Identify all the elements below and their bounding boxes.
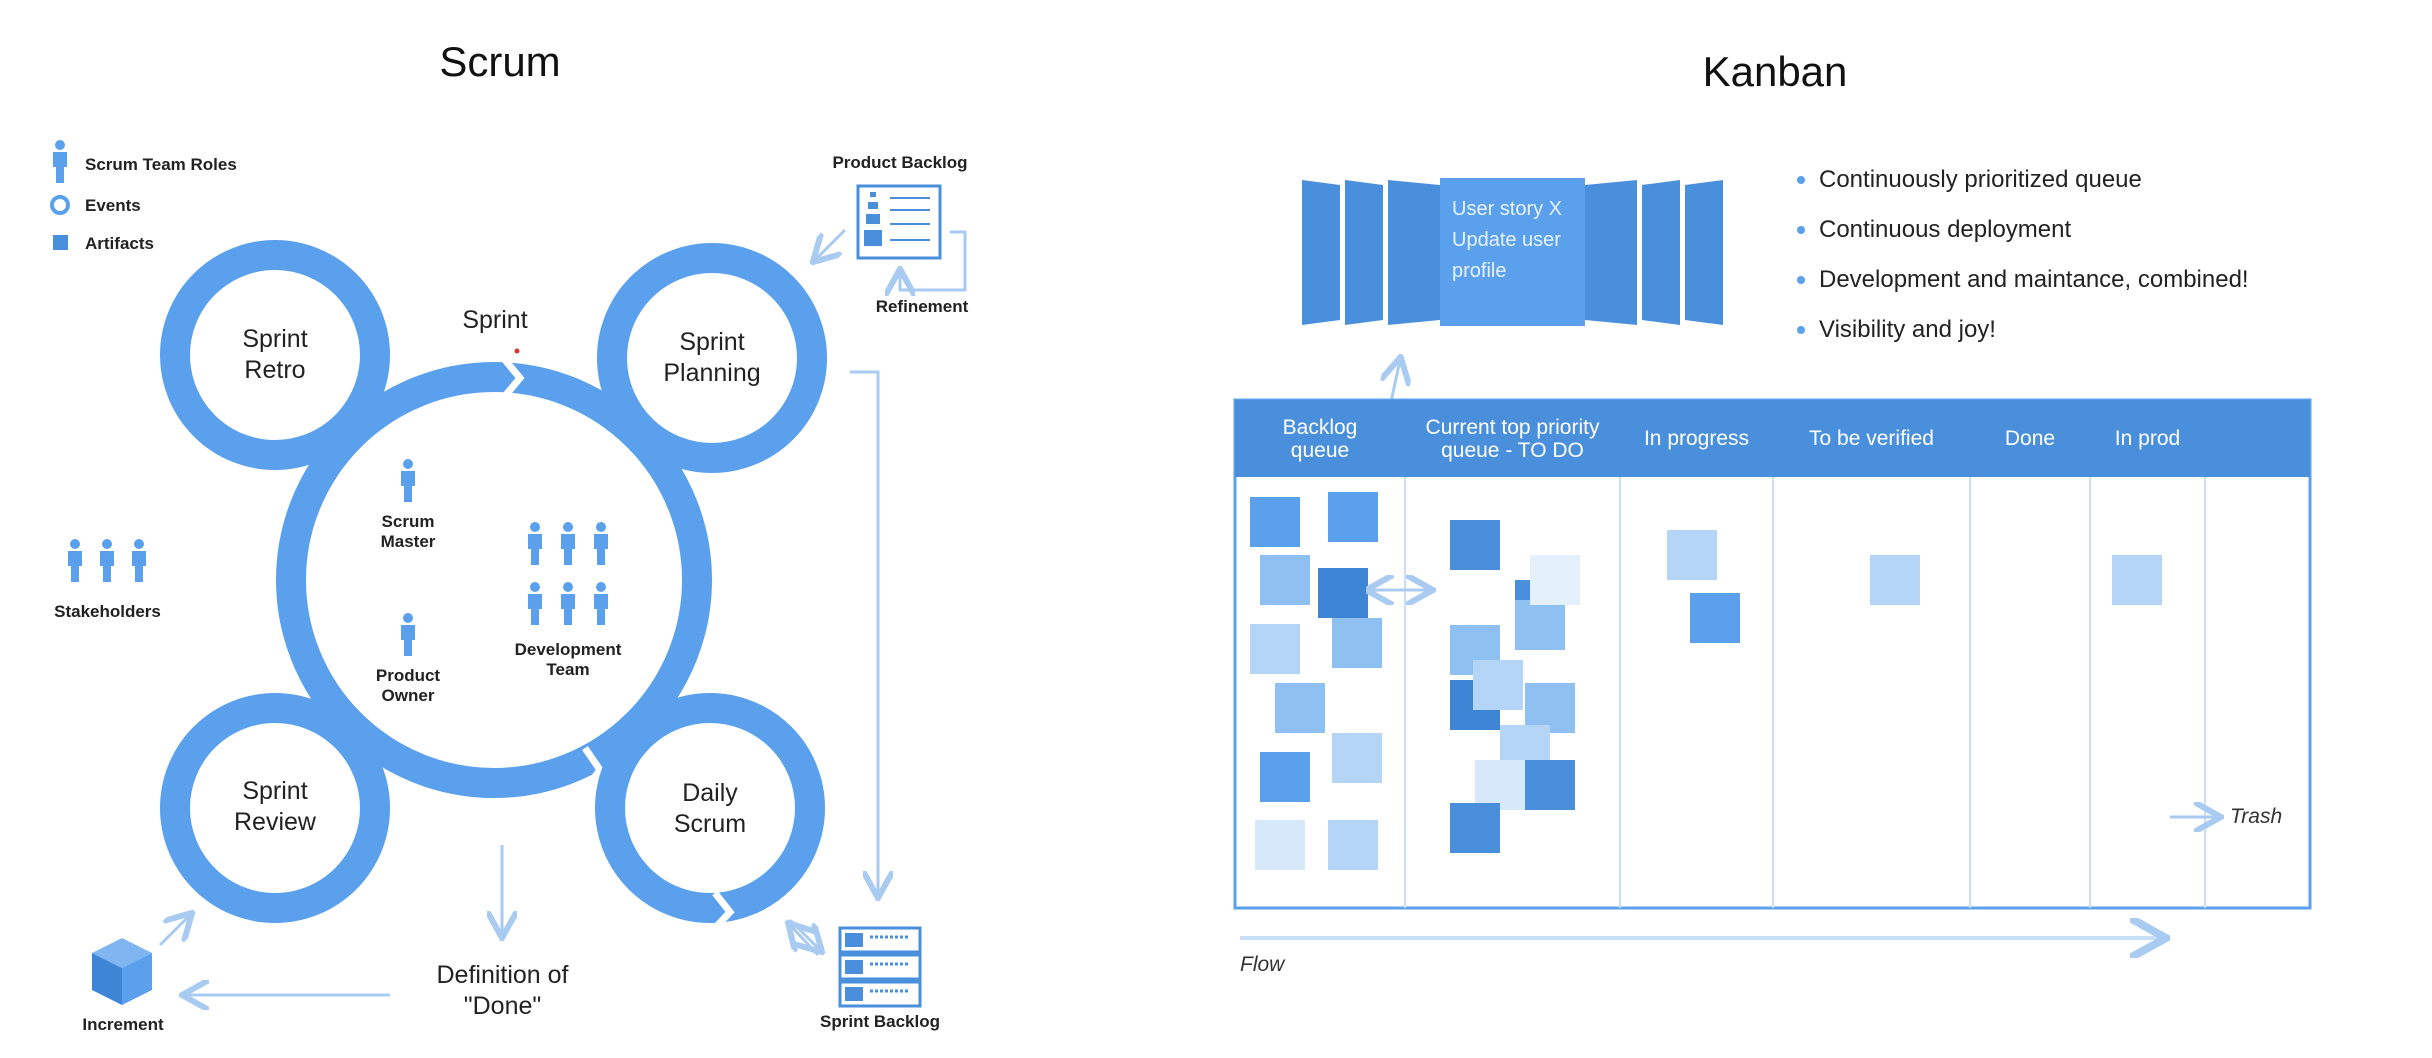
sprint-retro-circle xyxy=(160,240,390,470)
stakeholders-label: Stakeholders xyxy=(54,602,161,621)
legend-event-icon xyxy=(50,195,70,215)
kanban-header-bar xyxy=(1235,400,2310,477)
stakeholders-icon xyxy=(68,539,146,582)
refinement-arrow-icon xyxy=(900,230,967,290)
sprint-ring-notch-icon xyxy=(502,357,525,399)
bullet-dot-icon xyxy=(1797,176,1805,184)
in-progress-card xyxy=(1690,593,1740,643)
daily-scrum-notch-icon xyxy=(712,890,735,931)
product-owner-icon xyxy=(401,613,415,656)
daily-scrum-arrow-icon xyxy=(788,918,820,950)
legend-events-label: Events xyxy=(85,196,141,215)
backlog-cards xyxy=(1250,492,1382,870)
legend-roles-label: Scrum Team Roles xyxy=(85,155,237,174)
column-header-to-be-verified: To be verified xyxy=(1809,427,1934,450)
bullet-item: Visibility and joy! xyxy=(1797,308,2249,352)
scrum-title: Scrum xyxy=(439,38,561,85)
daily-scrum-circle xyxy=(595,693,825,923)
sprint-ring xyxy=(276,362,712,798)
sprint-backlog-arrow-icon xyxy=(790,925,820,957)
to-be-verified-card xyxy=(1870,555,1920,605)
sprint-review-circle xyxy=(160,693,390,923)
increment-to-review-arrow-icon xyxy=(158,915,190,947)
in-prod-card xyxy=(2112,555,2162,605)
column-header-in-progress: In progress xyxy=(1643,427,1750,450)
sprint-planning-circle xyxy=(597,243,827,473)
bullet-dot-icon xyxy=(1797,276,1805,284)
increment-label: Increment xyxy=(82,1015,164,1034)
flow-label: Flow xyxy=(1240,953,1285,976)
bullet-dot-icon xyxy=(1797,326,1805,334)
product-backlog-label: Product Backlog xyxy=(832,153,968,172)
planning-to-sprint-backlog-arrow-icon xyxy=(850,370,878,895)
trash-label: Trash xyxy=(2230,805,2283,828)
definition-of-done-label: Definition of"Done" xyxy=(436,961,569,1020)
column-header-done: Done xyxy=(2004,427,2056,450)
legend-artifact-icon xyxy=(53,235,68,250)
scrum-master-icon xyxy=(401,459,415,502)
refinement-label: Refinement xyxy=(875,297,969,316)
kanban-bullet-list: Continuously prioritized queue Continuou… xyxy=(1797,158,2249,352)
user-story-stack-icon xyxy=(1302,178,1723,326)
todo-cards xyxy=(1450,520,1580,853)
in-progress-card xyxy=(1667,530,1717,580)
user-story-card: User story X Update user profile xyxy=(1452,198,1563,282)
legend-person-icon xyxy=(53,140,67,183)
kanban-title: Kanban xyxy=(1702,48,1848,95)
bullet-item: Continuous deployment xyxy=(1797,208,2249,252)
column-header-in-prod: In prod xyxy=(2114,427,2181,450)
bullet-item: Continuously prioritized queue xyxy=(1797,158,2249,202)
red-dot xyxy=(514,348,520,354)
backlog-arrow-icon xyxy=(815,228,847,260)
bullet-dot-icon xyxy=(1797,226,1805,234)
sprint-label: Sprint xyxy=(462,306,528,334)
kanban-column-dividers xyxy=(1404,477,2206,908)
legend-artifacts-label: Artifacts xyxy=(85,234,154,253)
sprint-ring-notch-icon xyxy=(582,746,605,793)
sprint-backlog-icon xyxy=(838,926,922,1008)
increment-cube-icon xyxy=(92,938,152,1005)
product-backlog-icon xyxy=(856,184,942,260)
bullet-item: Development and maintance, combined! xyxy=(1797,258,2249,302)
sprint-backlog-label: Sprint Backlog xyxy=(820,1012,940,1031)
development-team-icon xyxy=(528,522,608,625)
